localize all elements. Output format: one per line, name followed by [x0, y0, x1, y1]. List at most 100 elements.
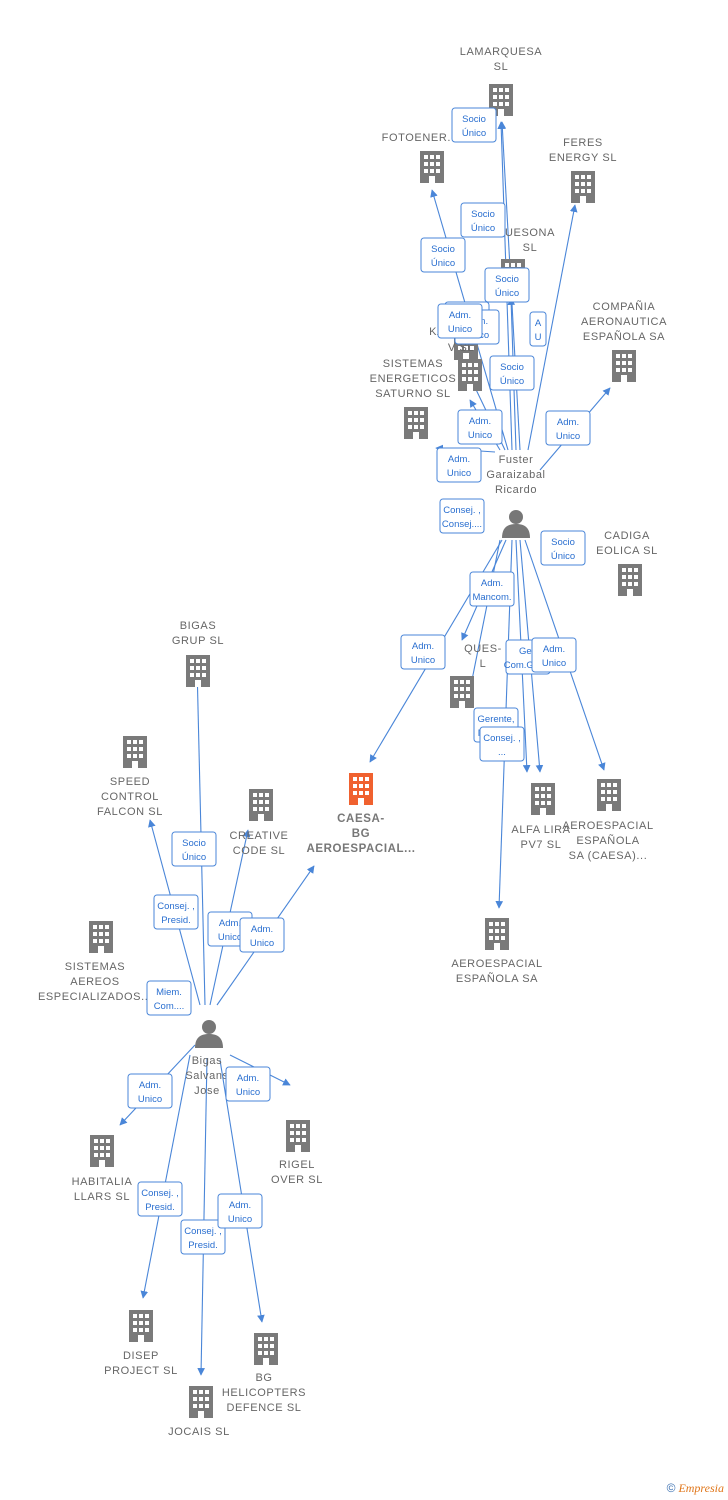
relation-label[interactable]: Adm.Unico: [217, 1193, 263, 1229]
node-label: L: [480, 658, 487, 670]
relation-label[interactable]: Adm.Unico: [457, 409, 503, 445]
relation-label[interactable]: Adm. Unico: [127, 1073, 173, 1109]
relation-label[interactable]: Adm.Unico: [225, 1066, 271, 1102]
relation-label[interactable]: Adm.Unico: [239, 917, 285, 953]
node-label: HABITALIA: [72, 1176, 133, 1188]
node-label: ALFA LIRA: [511, 824, 570, 836]
relation-label-text: Único: [462, 128, 486, 139]
relation-label[interactable]: Consej. ,Presid.: [137, 1181, 183, 1217]
node-disep[interactable]: DISEP PROJECT SL: [104, 1310, 178, 1377]
relation-label[interactable]: Consej. ,Presid.: [153, 894, 199, 930]
node-label: ENERGY SL: [549, 152, 617, 164]
relation-label-text: Único: [431, 258, 455, 269]
relation-label-text: Adm.: [543, 644, 565, 655]
relation-label[interactable]: Miem.Com....: [146, 980, 192, 1016]
relation-label-text: Adm.: [557, 417, 579, 428]
node-label: ESPECIALIZADOS...: [38, 991, 152, 1003]
node-label: ESPAÑOLA SA: [583, 330, 665, 343]
relation-label-text: Unico: [556, 431, 580, 442]
relation-edge: [465, 539, 501, 701]
node-fotoener[interactable]: FOTOENER...: [382, 132, 459, 183]
node-label: FALCON SL: [97, 806, 163, 818]
relation-label[interactable]: AU: [529, 311, 547, 347]
relation-label-text: Presid.: [188, 1240, 218, 1251]
relation-label-text: Consej. ,: [443, 505, 481, 516]
building-icon: [531, 783, 555, 815]
relation-label[interactable]: Adm.Mancom.: [469, 571, 515, 607]
relation-label-text: Mancom.: [472, 592, 511, 603]
relation-edge: [197, 1057, 208, 1376]
node-sistemas-ae[interactable]: SISTEMASAEREOSESPECIALIZADOS...: [38, 921, 152, 1003]
relation-label[interactable]: Consej. ,...: [479, 726, 525, 762]
node-label: CADIGA: [604, 530, 650, 542]
footer-brand: © Empresia: [667, 1481, 724, 1496]
relation-label[interactable]: Adm. Unico: [545, 410, 591, 446]
building-icon: [597, 779, 621, 811]
relation-label-text: Presid.: [161, 915, 191, 926]
node-ques[interactable]: QUES-L: [450, 643, 502, 708]
relation-label[interactable]: Adm.Unico: [437, 303, 483, 339]
relation-label[interactable]: Consej. ,Presid.: [180, 1219, 226, 1255]
person-icon: [195, 1020, 223, 1048]
node-label: LAMARQUESA: [460, 46, 542, 58]
building-icon: [189, 1386, 213, 1418]
relation-label-text: Adm.: [219, 918, 241, 929]
node-label: ENERGETICOS: [370, 373, 457, 385]
relation-label-text: Único: [471, 223, 495, 234]
relation-label[interactable]: Consej. ,Consej....: [439, 498, 485, 534]
node-label: FOTOENER...: [382, 132, 459, 144]
node-label: AERONAUTICA: [581, 316, 667, 328]
relation-label-text: Adm.: [448, 454, 470, 465]
relation-label-text: Com....: [154, 1001, 185, 1012]
building-icon: [123, 736, 147, 768]
node-label: PROJECT SL: [104, 1365, 178, 1377]
relation-label-text: Socio: [182, 838, 206, 849]
relation-label-text: Unico: [138, 1094, 162, 1105]
node-label: ESPAÑOLA SA: [456, 972, 538, 985]
person-icon: [502, 510, 530, 538]
node-label: DISEP: [123, 1350, 159, 1362]
copyright-symbol: ©: [666, 1481, 676, 1495]
relation-label-text: U: [535, 332, 542, 343]
relation-label[interactable]: Adm.Unico: [531, 637, 577, 673]
relation-label[interactable]: Adm.Unico: [436, 447, 482, 483]
edges-layer: [119, 121, 611, 1376]
relation-label-text: Único: [495, 288, 519, 299]
node-label: OVER SL: [271, 1174, 323, 1186]
brand-logo[interactable]: Empresia: [678, 1481, 724, 1495]
node-caesa-bg[interactable]: CAESA-BGAEROESPACIAL...: [306, 773, 415, 855]
relation-label-text: Adm.: [139, 1080, 161, 1091]
building-icon: [612, 350, 636, 382]
node-jocais[interactable]: JOCAIS SL: [168, 1386, 230, 1438]
relation-label-text: Unico: [218, 932, 242, 943]
relation-label[interactable]: Adm.Unico: [400, 634, 446, 670]
building-icon: [404, 407, 428, 439]
node-vsl[interactable]: V SL: [448, 342, 482, 391]
node-label: Ricardo: [495, 484, 537, 496]
